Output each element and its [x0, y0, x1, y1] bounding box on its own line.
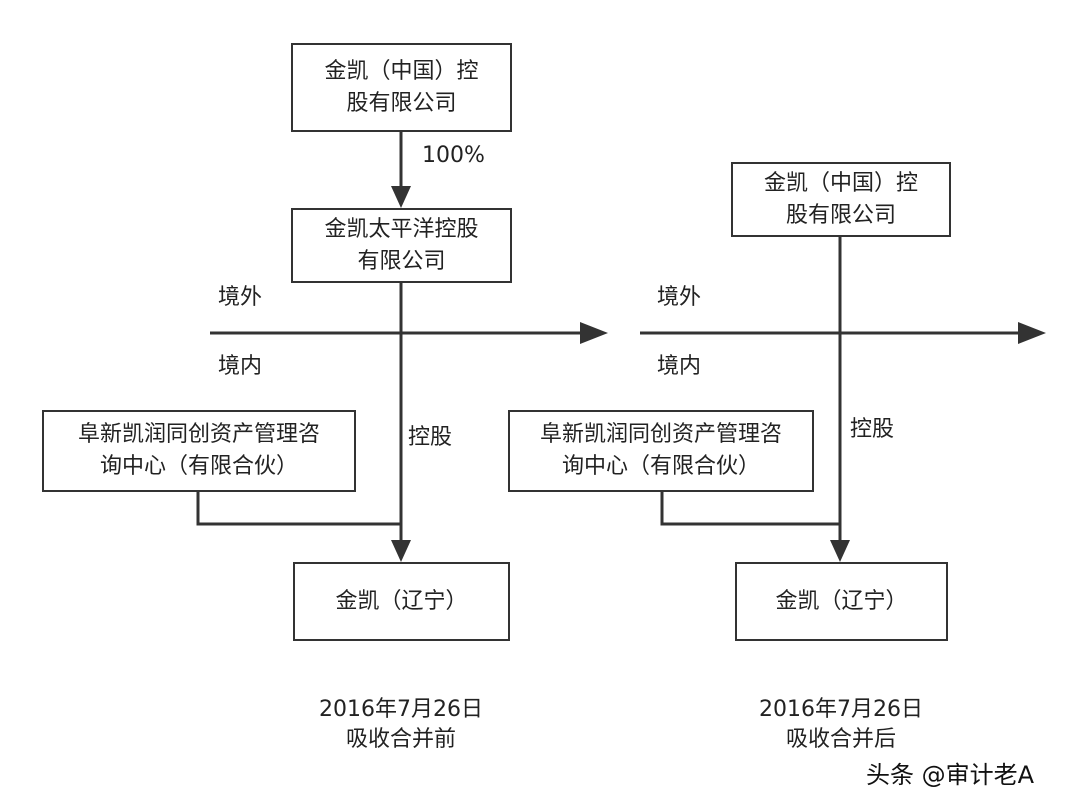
- parent-company-line2: 股有限公司: [785, 202, 896, 228]
- parent-company-line2: 股有限公司: [346, 90, 457, 116]
- offshore-label-before: 境外: [218, 285, 263, 310]
- parent-company-box-after: 金凯（中国）控 股有限公司: [731, 162, 951, 237]
- parent-company-line1: 金凯（中国）控: [763, 170, 918, 196]
- control-label-before: 控股: [408, 425, 453, 450]
- partner-entity-line1: 阜新凯润同创资产管理咨: [539, 422, 782, 447]
- parent-company-box-before: 金凯（中国）控 股有限公司: [291, 43, 512, 132]
- caption-title-after: 吸收合并后: [785, 727, 896, 752]
- intermediate-company-line1: 金凯太平洋控股: [324, 216, 479, 242]
- partner-connector-before: [196, 491, 401, 526]
- onshore-label-before: 境内: [218, 354, 263, 379]
- offshore-label-after: 境外: [657, 285, 702, 310]
- ownership-percentage-label: 100%: [422, 143, 485, 168]
- caption-after: 2016年7月26日 吸收合并后: [721, 695, 961, 755]
- caption-date-after: 2016年7月26日: [759, 697, 923, 722]
- source-watermark: 头条 @审计老A: [866, 761, 1035, 789]
- caption-date-before: 2016年7月26日: [319, 697, 483, 722]
- subsidiary-arrowhead-before: [391, 540, 411, 562]
- subsidiary-name-before: 金凯（辽宁）: [335, 588, 468, 614]
- parent-company-line1: 金凯（中国）控: [324, 58, 479, 84]
- onshore-label-after: 境内: [657, 354, 702, 379]
- caption-before: 2016年7月26日 吸收合并前: [281, 695, 521, 755]
- partner-entity-line2: 询中心（有限合伙）: [561, 454, 760, 479]
- caption-title-before: 吸收合并前: [345, 727, 456, 752]
- subsidiary-name-after: 金凯（辽宁）: [775, 588, 908, 614]
- partner-entity-box-after: 阜新凯润同创资产管理咨 询中心（有限合伙）: [508, 410, 814, 492]
- control-label-after: 控股: [850, 417, 895, 442]
- intermediate-company-line2: 有限公司: [357, 248, 446, 274]
- intermediate-company-box: 金凯太平洋控股 有限公司: [291, 208, 512, 283]
- partner-entity-line1: 阜新凯润同创资产管理咨: [77, 422, 320, 447]
- subsidiary-arrowhead-after: [830, 540, 850, 562]
- ownership-arrowhead: [391, 186, 411, 208]
- subsidiary-box-before: 金凯（辽宁）: [293, 562, 510, 641]
- partner-connector-after: [660, 491, 840, 526]
- partner-entity-line2: 询中心（有限合伙）: [99, 454, 298, 479]
- subsidiary-box-after: 金凯（辽宁）: [735, 562, 948, 641]
- border-arrow-after: [1018, 322, 1046, 344]
- partner-entity-box-before: 阜新凯润同创资产管理咨 询中心（有限合伙）: [42, 410, 356, 492]
- border-arrow-before: [580, 322, 608, 344]
